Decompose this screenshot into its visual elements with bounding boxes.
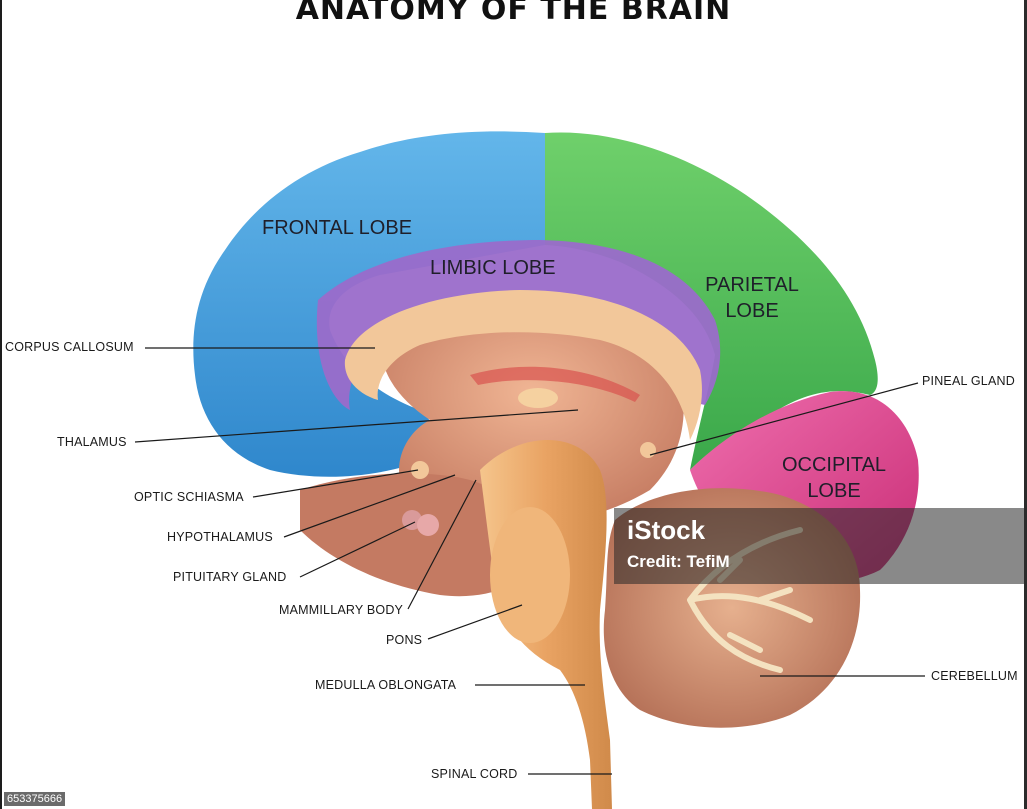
parietal-lobe-label: PARIETAL LOBE — [697, 272, 807, 324]
label-corpus-callosum: CORPUS CALLOSUM — [5, 340, 134, 354]
label-pineal-gland: PINEAL GLAND — [922, 374, 1015, 388]
pineal-gland-shape — [640, 442, 656, 458]
corpus-callosum-shape — [344, 290, 702, 440]
optic-chiasma-shape — [411, 461, 429, 479]
limbic-lobe-region — [316, 240, 721, 410]
occipital-lobe-label-line1: OCCIPITAL — [781, 454, 887, 476]
label-cerebellum: CEREBELLUM — [931, 669, 1018, 683]
line-pituitary — [299, 521, 416, 578]
label-spinal-cord: SPINAL CORD — [431, 767, 518, 781]
label-pituitary-gland: PITUITARY GLAND — [173, 570, 287, 584]
parietal-lobe-label-line2: LOBE — [725, 300, 779, 322]
label-hypothalamus: HYPOTHALAMUS — [167, 530, 273, 544]
label-mammillary-body: MAMMILLARY BODY — [279, 603, 404, 617]
line-thalamus — [134, 409, 579, 443]
label-optic-chiasma: OPTIC SCHIASMA — [134, 490, 244, 504]
thalamus-shape — [518, 388, 558, 408]
watermark-credit: Credit: TefiM — [627, 552, 730, 571]
parietal-lobe-label-line1: PARIETAL — [705, 274, 799, 296]
parietal-lobe-region — [545, 132, 878, 470]
label-pons: PONS — [386, 633, 423, 647]
stock-id-badge: 653375666 — [4, 792, 66, 806]
line-mammillary — [407, 479, 477, 610]
pons-shape — [490, 507, 570, 643]
pituitary-shape-2 — [417, 514, 439, 536]
temporal-underside — [300, 473, 536, 597]
line-pineal — [649, 382, 919, 456]
line-pons — [427, 604, 523, 640]
watermark-banner — [614, 508, 1024, 584]
limbic-lobe-label: LIMBIC LOBE — [430, 257, 556, 279]
label-thalamus: THALAMUS — [57, 435, 127, 449]
frame-edge-left — [0, 0, 2, 809]
fornix-shape — [470, 366, 640, 402]
line-hypothalamus — [283, 474, 456, 538]
watermark-brand: iStock — [627, 515, 706, 545]
frame-edge-right — [1024, 0, 1027, 809]
occipital-lobe-label-line2: LOBE — [807, 480, 861, 502]
occipital-lobe-label: OCCIPITAL LOBE — [772, 452, 896, 504]
leader-lines — [134, 347, 925, 775]
page-title: ANATOMY OF THE BRAIN — [295, 0, 732, 27]
line-optic-chiasma — [252, 469, 419, 498]
frontal-lobe-region — [193, 131, 545, 477]
label-medulla-oblongata: MEDULLA OBLONGATA — [315, 678, 457, 692]
frontal-lobe-label: FRONTAL LOBE — [262, 217, 413, 239]
